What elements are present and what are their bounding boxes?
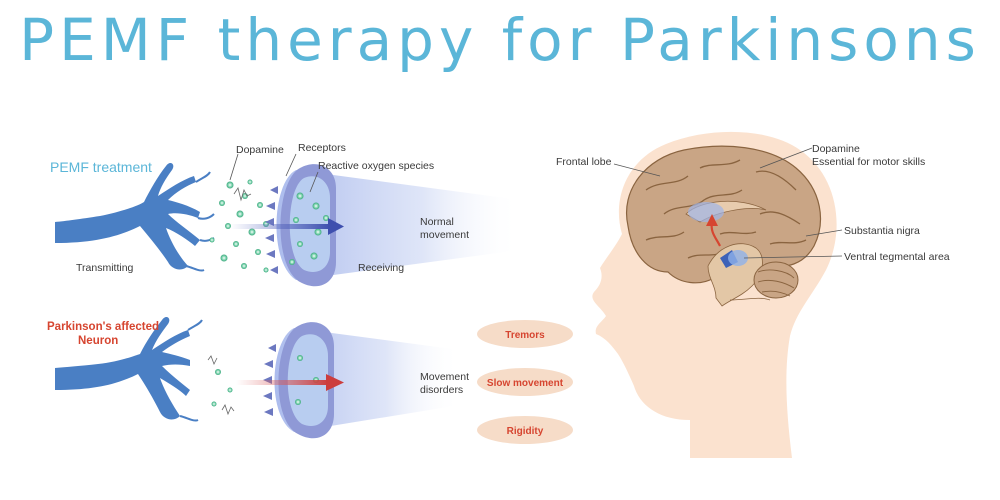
frontal-lobe-label: Frontal lobe	[556, 156, 612, 168]
healthy-receiving-terminal	[265, 164, 520, 287]
brain	[626, 145, 821, 307]
ros-label: Reactive oxygen species	[318, 160, 434, 172]
normal-movement-label-line2: movement	[420, 229, 469, 241]
symptom-tremors-label: Tremors	[505, 330, 545, 341]
signal-squiggle-bottom	[221, 404, 235, 416]
movement-disorders-label-line2: disorders	[420, 384, 463, 396]
receptors-label: Receptors	[298, 142, 346, 154]
reduced-dopamine-particles	[211, 369, 233, 407]
symptom-pill-tremors: Tremors	[477, 320, 573, 348]
affected-neuron-axon	[55, 317, 203, 422]
symptom-slow-movement-label: Slow movement	[487, 378, 564, 389]
vta-label: Ventral tegmental area	[844, 251, 950, 263]
substantia-nigra-label: Substantia nigra	[844, 225, 920, 237]
symptom-pill-rigidity: Rigidity	[477, 416, 573, 444]
dopamine-brain-label-line2: Essential for motor skills	[812, 156, 925, 168]
movement-disorders-label-line1: Movement	[420, 371, 469, 383]
healthy-neuron-axon	[55, 163, 215, 272]
affected-neuron-heading-line2: Neuron	[78, 335, 118, 347]
transmitting-label: Transmitting	[76, 262, 134, 274]
normal-movement-label-line1: Normal	[420, 216, 454, 228]
leader-lines	[229, 147, 843, 259]
dopamine-label: Dopamine	[236, 144, 284, 156]
receiving-label: Receiving	[358, 262, 404, 274]
page-title: PEMF therapy for Parkinsons	[19, 6, 981, 74]
signal-squiggle-bottom-2	[207, 355, 218, 365]
dopamine-brain-label-line1: Dopamine	[812, 143, 860, 155]
normal-signal-arrow	[230, 218, 344, 235]
symptom-rigidity-label: Rigidity	[507, 426, 544, 437]
signal-squiggle-top	[233, 187, 252, 202]
pemf-treatment-heading: PEMF treatment	[50, 159, 152, 175]
affected-neuron-heading-line1: Parkinson's affected	[47, 321, 159, 333]
symptom-pill-slow-movement: Slow movement	[477, 368, 573, 396]
impaired-signal-arrow	[236, 374, 344, 391]
